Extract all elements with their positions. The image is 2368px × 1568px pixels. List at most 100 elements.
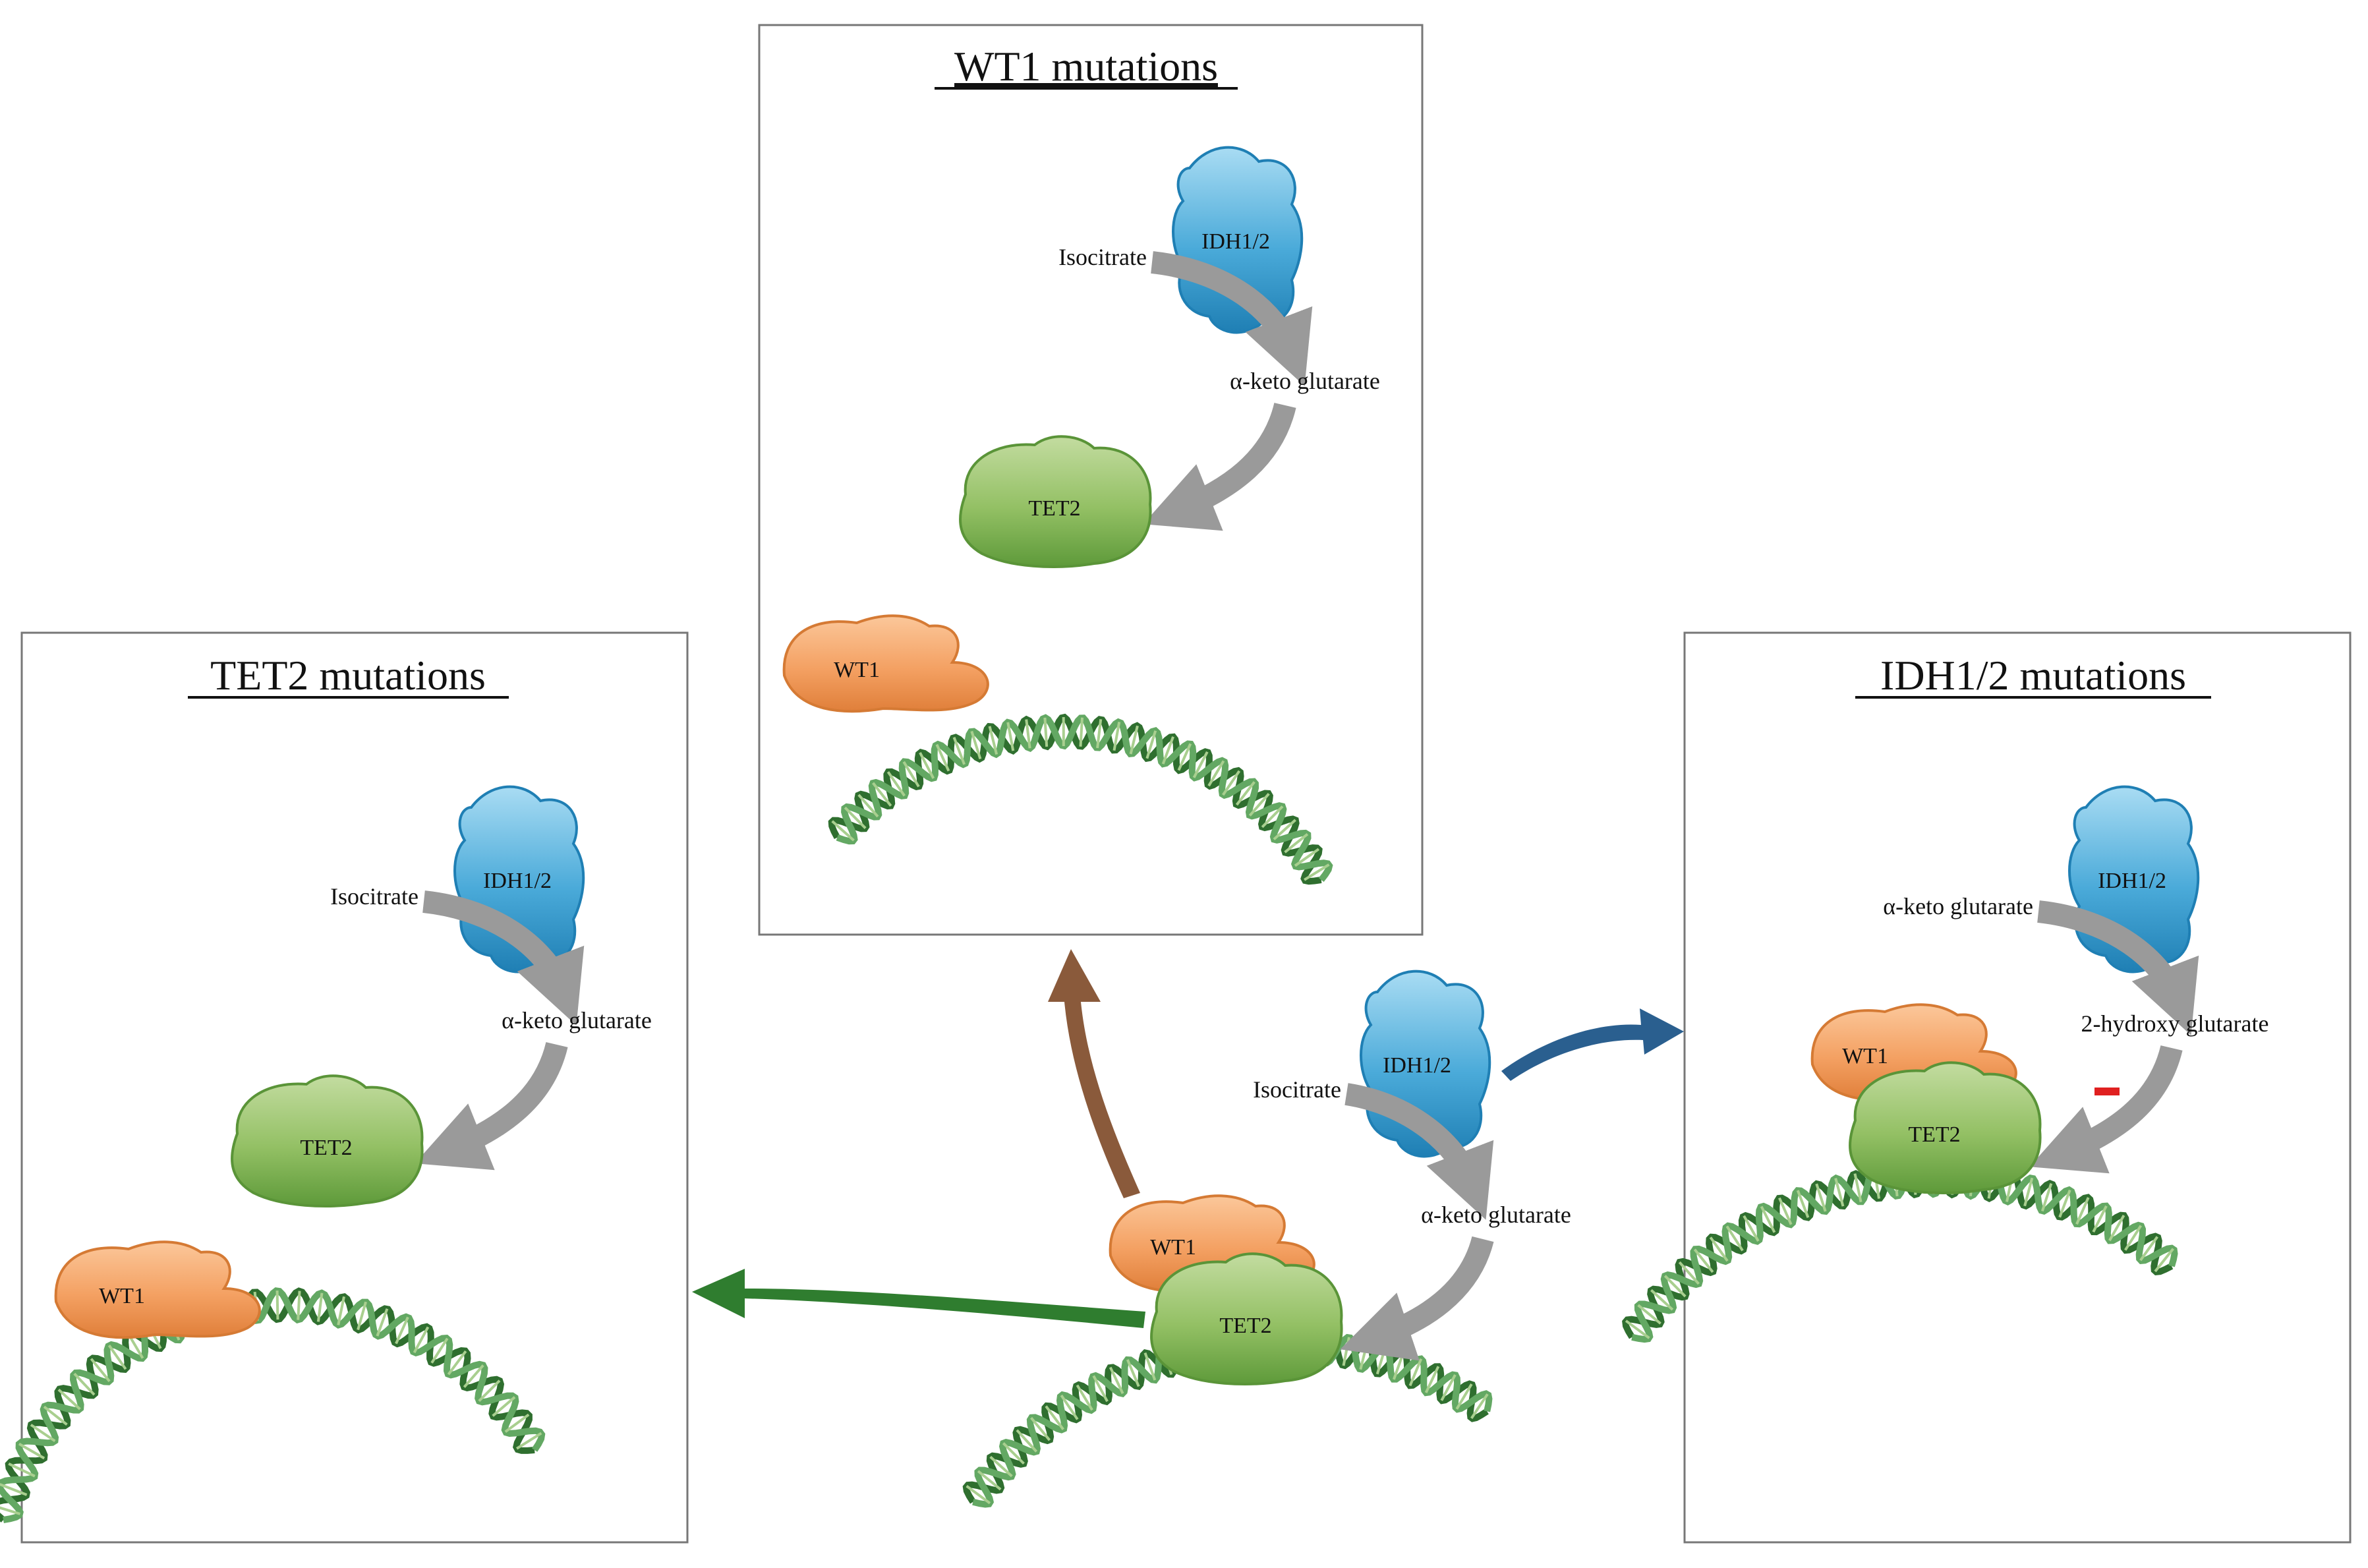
alpha-kg-to-tet2-arrow (1340, 1236, 1494, 1361)
dna-rung (1815, 1183, 1827, 1212)
dna-rung (1778, 1197, 1793, 1225)
dna-rung (1112, 722, 1121, 751)
dna-rung (337, 1296, 345, 1325)
dna-rung (316, 1292, 324, 1322)
dna-rung (1693, 1248, 1714, 1273)
dna-rung (395, 1316, 409, 1345)
idh-protein: IDH1/2 (2068, 785, 2200, 973)
dna-rung (902, 761, 920, 788)
dna-rung (1192, 751, 1209, 778)
svg-text:WT1: WT1 (99, 1284, 145, 1308)
dna-rung (966, 1484, 991, 1505)
dna-rung (297, 1291, 301, 1320)
svg-text:TET2: TET2 (1028, 496, 1080, 521)
svg-text:IDH1/2: IDH1/2 (483, 869, 552, 893)
dna-rung (413, 1326, 430, 1354)
wt1-mutation-arrow (1048, 949, 1140, 1198)
dna-rung (872, 782, 892, 807)
dna-rung (2108, 1215, 2125, 1242)
dna-rung (1408, 1358, 1423, 1387)
tet2-protein: TET2 (959, 435, 1152, 568)
dna-rung (2092, 1205, 2108, 1233)
tet2-mutation-arrow (692, 1269, 1145, 1328)
dna-rung (1076, 1384, 1093, 1411)
dna-rung (492, 1396, 516, 1417)
dna-rung (2040, 1183, 2053, 1212)
dna-rung (30, 1424, 56, 1443)
svg-text:WT1: WT1 (834, 658, 880, 682)
wt1-panel-title: WT1 mutations (954, 43, 1218, 90)
dna-rung (1248, 792, 1270, 817)
tet2-protein: TET2 (1150, 1252, 1343, 1385)
dna-rung (504, 1413, 530, 1433)
dna-rung (1709, 1236, 1729, 1262)
wt1-protein: WT1 (1810, 1003, 2017, 1102)
dna-rung (1129, 725, 1139, 755)
conversion-arrow (1151, 251, 1313, 386)
dna-rung (447, 1350, 467, 1376)
dna-rung (2023, 1177, 2034, 1207)
dna-rung (43, 1405, 68, 1426)
wt1-protein: WT1 (54, 1240, 261, 1339)
dna-rung (1006, 722, 1015, 751)
dna-rung (8, 1462, 36, 1478)
dna-rung (1663, 1275, 1687, 1298)
alpha-kg-label: α-keto glutarate (1421, 1202, 1571, 1228)
dna-rung (2075, 1197, 2090, 1225)
dna-rung (935, 743, 950, 772)
dna-strand (836, 714, 1333, 883)
dna-rung (18, 1442, 45, 1460)
dna-rung (2058, 1189, 2071, 1218)
alpha-kg-label: α-keto glutarate (1883, 893, 2033, 919)
dna-rung (1030, 1416, 1051, 1441)
dna-rung (1161, 736, 1174, 765)
tet2-protein: TET2 (231, 1074, 424, 1207)
dna-rung (1016, 1429, 1038, 1453)
tet2-protein: TET2 (1849, 1061, 2042, 1194)
dna-rung (515, 1432, 542, 1450)
dna-rung (463, 1364, 484, 1388)
dna-rung (1143, 1352, 1157, 1381)
wt1-protein: WT1 (782, 614, 989, 713)
dna-rung (1261, 805, 1284, 828)
dna-rung (0, 1483, 28, 1496)
dna-rung (1678, 1261, 1700, 1285)
dna-rung (1834, 1178, 1845, 1207)
isocitrate-label: Isocitrate (330, 883, 419, 910)
dna-rung (1650, 1289, 1674, 1311)
dna-rung (107, 1345, 127, 1370)
dna-rung (1207, 760, 1225, 787)
dna-rung (430, 1337, 449, 1364)
dna-rung (2154, 1248, 2174, 1273)
conversion-arrow (2037, 900, 2199, 1035)
wt1-protein: WT1 (1109, 1194, 1315, 1293)
dna-rung (1470, 1393, 1489, 1419)
alpha-kg-label: α-keto glutarate (502, 1007, 652, 1033)
dna-strand (828, 713, 1323, 885)
dna-rung (1284, 833, 1309, 854)
svg-text:WT1: WT1 (1150, 1235, 1196, 1260)
dna-rung (1109, 1366, 1124, 1395)
isocitrate-label: Isocitrate (1058, 244, 1147, 270)
dna-rung (1743, 1215, 1760, 1242)
dna-rung (1455, 1383, 1473, 1410)
alpha-kg-to-tet2-arrow (1143, 402, 1296, 531)
dna-rung (1235, 781, 1256, 806)
dna-rung (886, 771, 906, 797)
dna-rung (1043, 717, 1049, 747)
dna-rung (831, 820, 855, 842)
tet2-panel-title: TET2 mutations (210, 652, 486, 699)
wt1-panel-frame (758, 24, 1424, 936)
2hg-to-tet2-arrow (2029, 1045, 2183, 1174)
conversion-arrow (422, 890, 585, 1026)
dna-rung (1424, 1366, 1440, 1393)
idh-protein: IDH1/2 (453, 785, 585, 973)
dna-rung (1079, 717, 1084, 747)
dna-rung (977, 1470, 1002, 1491)
dna-rung (275, 1291, 279, 1320)
svg-text:TET2: TET2 (1219, 1314, 1271, 1338)
idh-protein: IDH1/2 (1360, 970, 1491, 1158)
idh-mutation-arrow (1501, 1008, 1684, 1081)
dna-rung (1096, 719, 1103, 749)
